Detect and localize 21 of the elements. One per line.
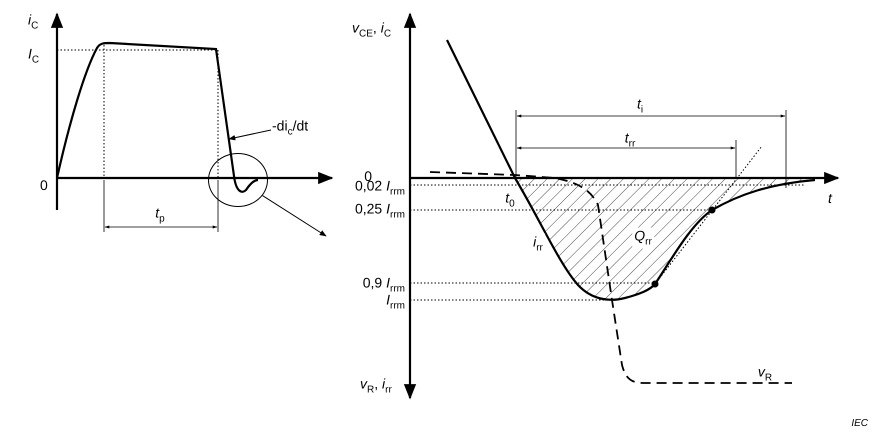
axis-label: v$_{R}$, i$_{rr}$ [360, 376, 392, 396]
time-label: t$_{p}$ [155, 206, 165, 224]
time-label: t$_{rr}$ [624, 130, 636, 150]
axis-label: i$_{C}$ [28, 12, 38, 32]
current-waveform [56, 42, 258, 192]
value-label: 0,9 I$_{rrm}$ [362, 276, 405, 294]
value-label: I$_{rrm}$ [386, 292, 405, 312]
curve-label: v$_{R}$ [758, 364, 772, 384]
value-label: I$_{C}$ [28, 46, 40, 66]
magnifier-circle [208, 153, 268, 207]
value-label: 0 [40, 178, 48, 192]
time-label: t$_{i}$ [636, 96, 644, 116]
connector [228, 130, 272, 140]
arrow [262, 195, 327, 236]
source-label: IEC [851, 419, 868, 429]
axis-label: v$_{CE}$, i$_{C}$ [352, 20, 392, 40]
value-label: 0,25 I$_{rrm}$ [354, 202, 405, 220]
area-label: Q$_{rr}$ [632, 228, 654, 248]
time-label: t$_{0}$ [505, 190, 515, 210]
axis-label: t [828, 191, 832, 205]
leader-label: -di$_{c}$/dt [272, 118, 308, 138]
